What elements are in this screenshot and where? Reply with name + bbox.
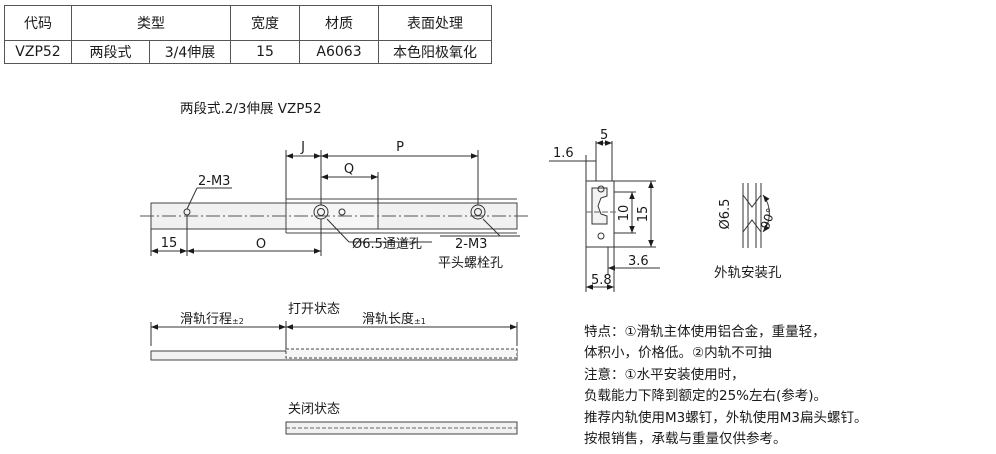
spec-table-row: VZP52 两段式 3/4伸展 15 A6063 本色阳极氧化 bbox=[4, 40, 492, 64]
m3-left-leader bbox=[186, 187, 198, 210]
rail-top-view: J P Q 2-M3 15 O Ø6.5通道孔 2-M3 平头螺栓孔 bbox=[140, 140, 528, 271]
dim-hole-left-label: 2-M3 bbox=[198, 174, 230, 189]
dim-5-label: 5 bbox=[600, 128, 608, 143]
travel-label: 滑轨行程±2 bbox=[180, 312, 244, 327]
dim-15-section-label: 15 bbox=[636, 206, 651, 223]
dim-hole-right-type: 平头螺栓孔 bbox=[438, 256, 503, 271]
note-line: 体积小，价格低。②内轨不可抽 bbox=[584, 345, 772, 362]
m3-countersink-hole-inner bbox=[474, 208, 482, 216]
header-material: 材质 bbox=[299, 5, 379, 41]
note-line: 推荐内轨使用M3螺钉，外轨使用M3扁头螺钉。 bbox=[584, 409, 868, 426]
outer-hole-detail: Ø6.5 90° 外轨安装孔 bbox=[714, 183, 782, 281]
spec-table-header-row: 代码 类型 宽度 材质 表面处理 bbox=[4, 5, 492, 41]
section-top-screw bbox=[597, 185, 605, 193]
dim-1-6-label: 1.6 bbox=[553, 146, 574, 161]
dim-5-8-label: 5.8 bbox=[591, 273, 612, 288]
open-state-view: 滑轨行程±2 打开状态 滑轨长度±1 bbox=[150, 302, 518, 361]
open-inner-rail bbox=[285, 348, 518, 359]
outer-hole-label: 外轨安装孔 bbox=[714, 265, 782, 281]
countersink-top bbox=[742, 194, 762, 208]
note-line: 注意：①水平安装使用时， bbox=[584, 366, 745, 383]
cell-surface: 本色阳极氧化 bbox=[378, 40, 492, 64]
dim-p-label: P bbox=[396, 140, 404, 155]
note-line: 特点：①滑轨主体使用铝合金，重量轻， bbox=[584, 324, 826, 340]
hole-angle-label: 90° bbox=[758, 206, 778, 231]
spec-table: 代码 类型 宽度 材质 表面处理 VZP52 两段式 3/4伸展 15 A606… bbox=[4, 5, 492, 64]
angle-arc bbox=[762, 194, 770, 233]
notes-block: 特点：①滑轨主体使用铝合金，重量轻， 体积小，价格低。②内轨不可抽 注意：①水平… bbox=[584, 322, 867, 450]
hole-dia-label: Ø6.5 bbox=[718, 199, 733, 230]
cell-type-a: 两段式 bbox=[71, 40, 150, 64]
cross-section-view: 5 1.6 10 15 3.6 5.8 bbox=[549, 128, 660, 292]
section-bottom-screw bbox=[597, 232, 605, 240]
header-code: 代码 bbox=[4, 5, 72, 41]
closed-state-view: 关闭状态 bbox=[285, 402, 518, 435]
bore-leader bbox=[326, 218, 350, 243]
cell-material: A6063 bbox=[299, 40, 379, 64]
note-line: 按根销售，承载与重量仅供参考。 bbox=[584, 431, 787, 448]
length-label: 滑轨长度±1 bbox=[362, 311, 426, 327]
m3-hole-inner bbox=[338, 208, 346, 216]
note-line: 负载能力下降到额定的25%左右(参考)。 bbox=[584, 388, 828, 405]
dim-15-label: 15 bbox=[161, 236, 178, 251]
dim-3-6-label: 3.6 bbox=[628, 254, 649, 269]
header-type: 类型 bbox=[71, 5, 231, 41]
dim-o-label: O bbox=[256, 237, 266, 252]
open-state-label: 打开状态 bbox=[288, 302, 340, 317]
closed-state-label: 关闭状态 bbox=[288, 402, 340, 417]
dim-j-label: J bbox=[300, 140, 305, 155]
dim-hole-right-label: 2-M3 bbox=[455, 237, 487, 252]
cell-type-b: 3/4伸展 bbox=[149, 40, 231, 64]
header-surface: 表面处理 bbox=[378, 5, 492, 41]
dim-bore-label: Ø6.5通道孔 bbox=[352, 237, 422, 252]
countersink-bottom bbox=[742, 219, 762, 233]
dim-q-label: Q bbox=[344, 162, 354, 177]
bore-hole-inner-ring bbox=[317, 208, 325, 216]
drawing-title: 两段式.2/3伸展 VZP52 bbox=[180, 101, 322, 117]
m3-right-leader bbox=[482, 218, 501, 237]
cell-width: 15 bbox=[230, 40, 300, 64]
dim-10-label: 10 bbox=[617, 205, 632, 222]
section-profile bbox=[591, 187, 608, 225]
